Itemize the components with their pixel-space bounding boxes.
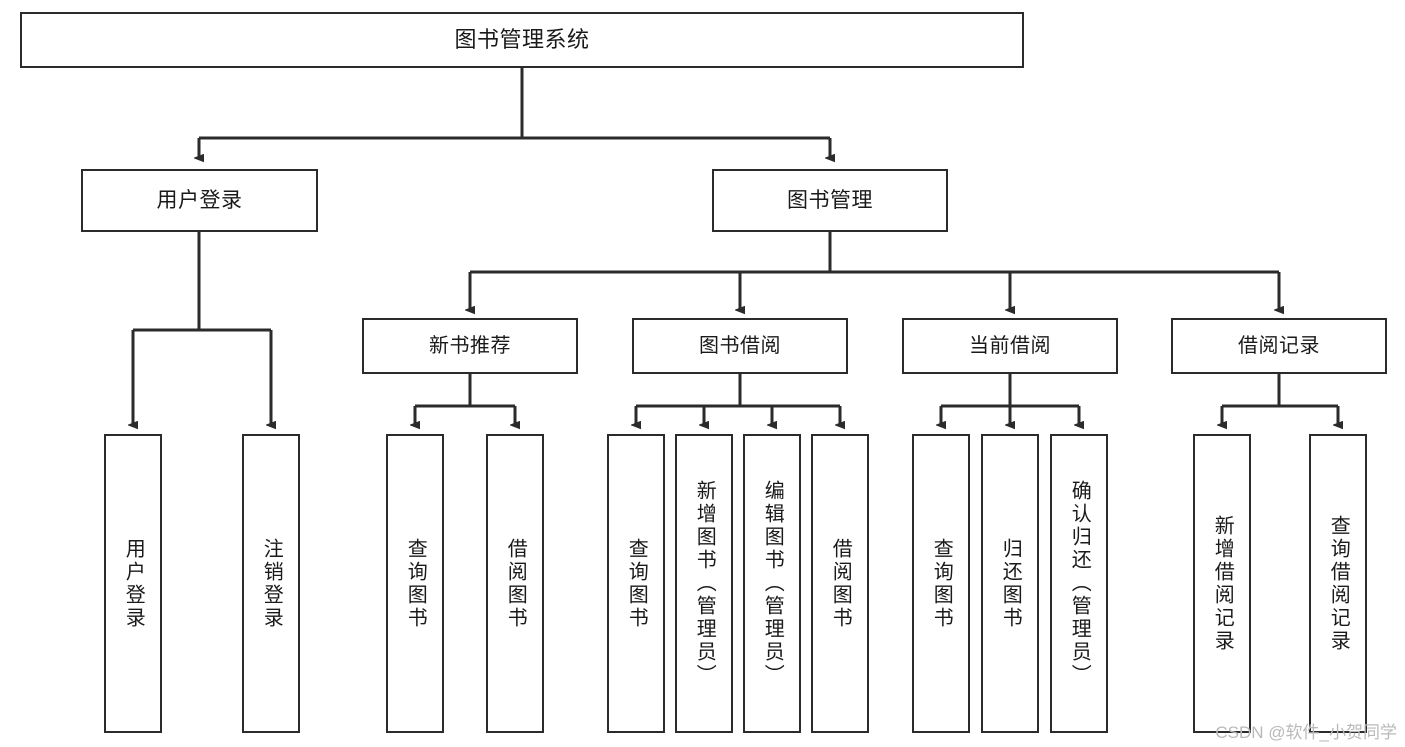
node-label: 新书推荐 bbox=[429, 334, 511, 357]
node-label: 归还图书 bbox=[999, 537, 1022, 630]
leaf-current-borrow-return-book[interactable]: 归还图书 bbox=[981, 434, 1039, 733]
node-label: 查询图书 bbox=[404, 537, 427, 630]
node-label: 借阅图书 bbox=[504, 537, 527, 630]
node-label: 新增借阅记录 bbox=[1211, 514, 1234, 653]
leaf-current-borrow-confirm-return-admin[interactable]: 确认归还（管理员） bbox=[1050, 434, 1108, 733]
node-label: 查询图书 bbox=[625, 537, 648, 630]
node-label: 用户登录 bbox=[122, 537, 145, 630]
node-label: 借阅记录 bbox=[1238, 334, 1320, 357]
leaf-borrow-records-query-record[interactable]: 查询借阅记录 bbox=[1309, 434, 1367, 733]
node-book-borrow[interactable]: 图书借阅 bbox=[632, 318, 848, 374]
leaf-borrow-records-add-record[interactable]: 新增借阅记录 bbox=[1193, 434, 1251, 733]
node-label: 图书管理系统 bbox=[454, 26, 590, 52]
leaf-book-borrow-add-book-admin[interactable]: 新增图书（管理员） bbox=[675, 434, 733, 733]
node-root-book-management-system[interactable]: 图书管理系统 bbox=[20, 12, 1024, 68]
node-label: 借阅图书 bbox=[829, 537, 852, 630]
leaf-new-book-query-book[interactable]: 查询图书 bbox=[386, 434, 444, 733]
leaf-new-book-borrow-book[interactable]: 借阅图书 bbox=[486, 434, 544, 733]
leaf-book-borrow-edit-book-admin[interactable]: 编辑图书（管理员） bbox=[743, 434, 801, 733]
node-book-management[interactable]: 图书管理 bbox=[712, 169, 948, 232]
node-borrow-records[interactable]: 借阅记录 bbox=[1171, 318, 1387, 374]
node-label: 注销登录 bbox=[260, 537, 283, 630]
node-label: 当前借阅 bbox=[969, 334, 1051, 357]
leaf-user-login-logout[interactable]: 注销登录 bbox=[242, 434, 300, 733]
leaf-book-borrow-borrow-book[interactable]: 借阅图书 bbox=[811, 434, 869, 733]
node-label: 用户登录 bbox=[156, 188, 243, 212]
leaf-current-borrow-query-book[interactable]: 查询图书 bbox=[912, 434, 970, 733]
node-label: 图书借阅 bbox=[699, 334, 781, 357]
node-label: 图书管理 bbox=[787, 188, 873, 212]
node-label: 查询图书 bbox=[930, 537, 953, 630]
node-user-login[interactable]: 用户登录 bbox=[81, 169, 318, 232]
leaf-book-borrow-query-book[interactable]: 查询图书 bbox=[607, 434, 665, 733]
node-label: 查询借阅记录 bbox=[1327, 514, 1350, 653]
node-current-borrow[interactable]: 当前借阅 bbox=[902, 318, 1118, 374]
node-label: 新增图书（管理员） bbox=[693, 480, 716, 687]
node-label: 编辑图书（管理员） bbox=[761, 480, 784, 687]
leaf-user-login-login[interactable]: 用户登录 bbox=[104, 434, 162, 733]
node-label: 确认归还（管理员） bbox=[1068, 480, 1091, 687]
node-new-book-recommend[interactable]: 新书推荐 bbox=[362, 318, 578, 374]
